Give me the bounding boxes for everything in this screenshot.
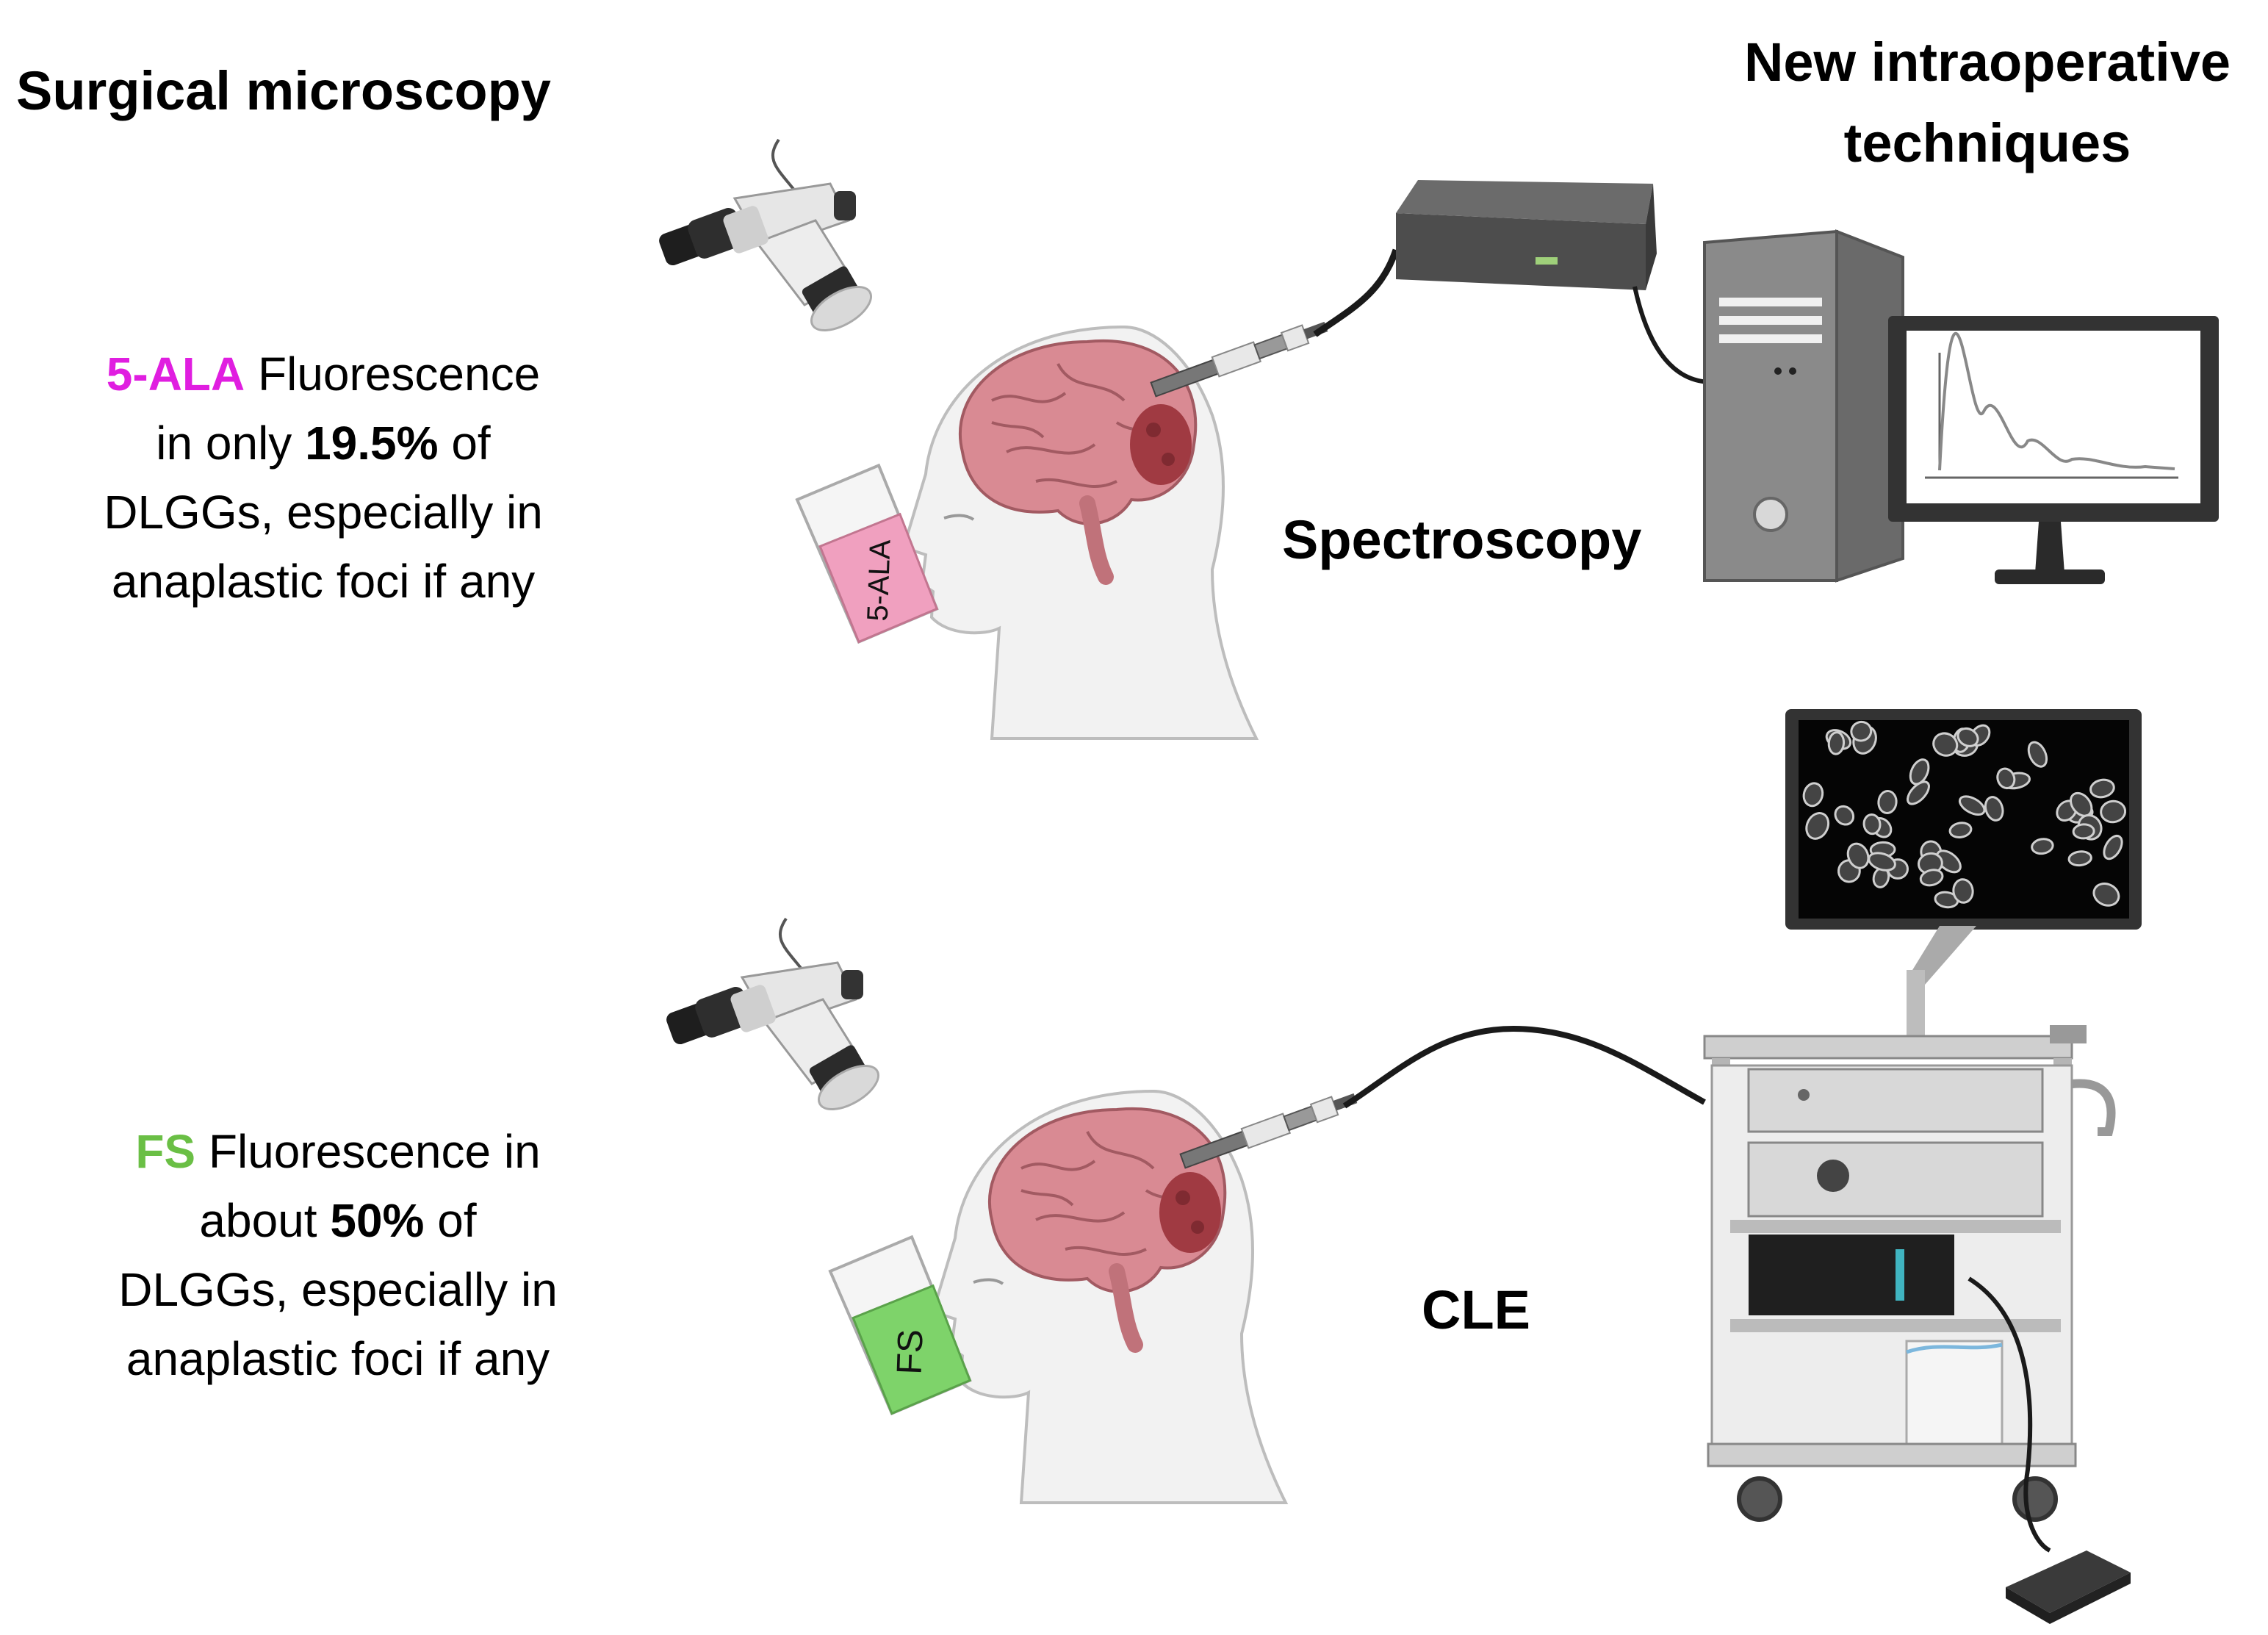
cell-image-monitor-icon [1785,709,2142,1036]
spectrometer-cable [1632,286,1713,384]
cup-bottom-label: FS [890,1329,931,1375]
cell-mark [2027,741,2048,768]
cell-mark [1877,790,1898,814]
caption-line3: DLGGs, especially in [104,486,543,539]
drink-cup-icon: 5-ALA [793,460,941,648]
cup-top-label: 5-ALA [862,539,897,622]
cell-mark [1868,852,1896,872]
heading-new-techniques: New intraoperative techniques [1743,32,2231,173]
cell-mark [1909,758,1930,786]
computer-tower-icon [1703,229,1904,583]
caption-line2-post: of [438,417,491,470]
cell-mark [1952,878,1974,904]
cle-cable [1342,1025,1706,1109]
cell-mark [1958,795,1986,816]
cell-mark [1805,812,1830,840]
microscope-icon [655,138,879,341]
probe-cable [1313,248,1400,337]
caption-line2-post: of [424,1194,477,1247]
cell-mark [1984,796,2004,822]
caption-5ala: 5-ALA Fluorescence in only 19.5% of DLGG… [44,339,602,616]
cell-mark [1919,869,1944,887]
microscope-icon [663,917,887,1120]
cell-mark [2103,834,2123,860]
heading-surgical-microscopy: Surgical microscopy [16,60,551,121]
cell-mark [1862,813,1882,836]
cell-mark [2100,799,2127,824]
cell-mark [2067,850,2092,867]
cell-mark [2092,883,2120,907]
cell-mark [1846,842,1870,869]
caption-line2-pre: in only [156,417,306,470]
caption-line4: anaplastic foci if any [111,555,536,608]
cle-cart-icon [1703,1025,2116,1522]
caption-value-5ala: 19.5% [305,417,439,470]
label-cle: CLE [1422,1279,1530,1340]
cell-mark [1948,822,1973,838]
cell-mark [1935,849,1962,874]
pedal-cable [1968,1276,2051,1553]
spectrometer-icon [1396,180,1657,290]
caption-line3: DLGGs, especially in [118,1263,558,1316]
spectrum-monitor-icon [1888,316,2219,584]
cell-mark [2089,778,2115,799]
drink-cup-icon: FS [826,1232,974,1420]
caption-fs: FS Fluorescence in about 50% of DLGGs, e… [59,1117,617,1393]
agent-5ala-label: 5-ALA [106,348,245,400]
agent-fs-label: FS [135,1125,196,1178]
caption-value-fs: 50% [330,1194,425,1247]
foot-pedal-icon [2006,1550,2131,1624]
cell-mark [2031,838,2054,855]
label-spectroscopy: Spectroscopy [1282,509,1642,570]
cell-mark [2072,823,2095,840]
cell-mark [1956,727,1979,747]
cell-mark [1850,720,1873,742]
caption-line2-pre: about [199,1194,331,1247]
cell-mark [1834,805,1855,826]
cell-mark [1827,731,1846,755]
caption-line4: anaplastic foci if any [126,1332,550,1385]
cell-mark [1932,732,1959,757]
cell-mark [1996,767,2016,790]
cell-mark [1802,782,1824,808]
caption-line1-text: Fluorescence [245,348,541,400]
cell-mark [1907,780,1930,805]
caption-line1-text: Fluorescence in [195,1125,541,1178]
